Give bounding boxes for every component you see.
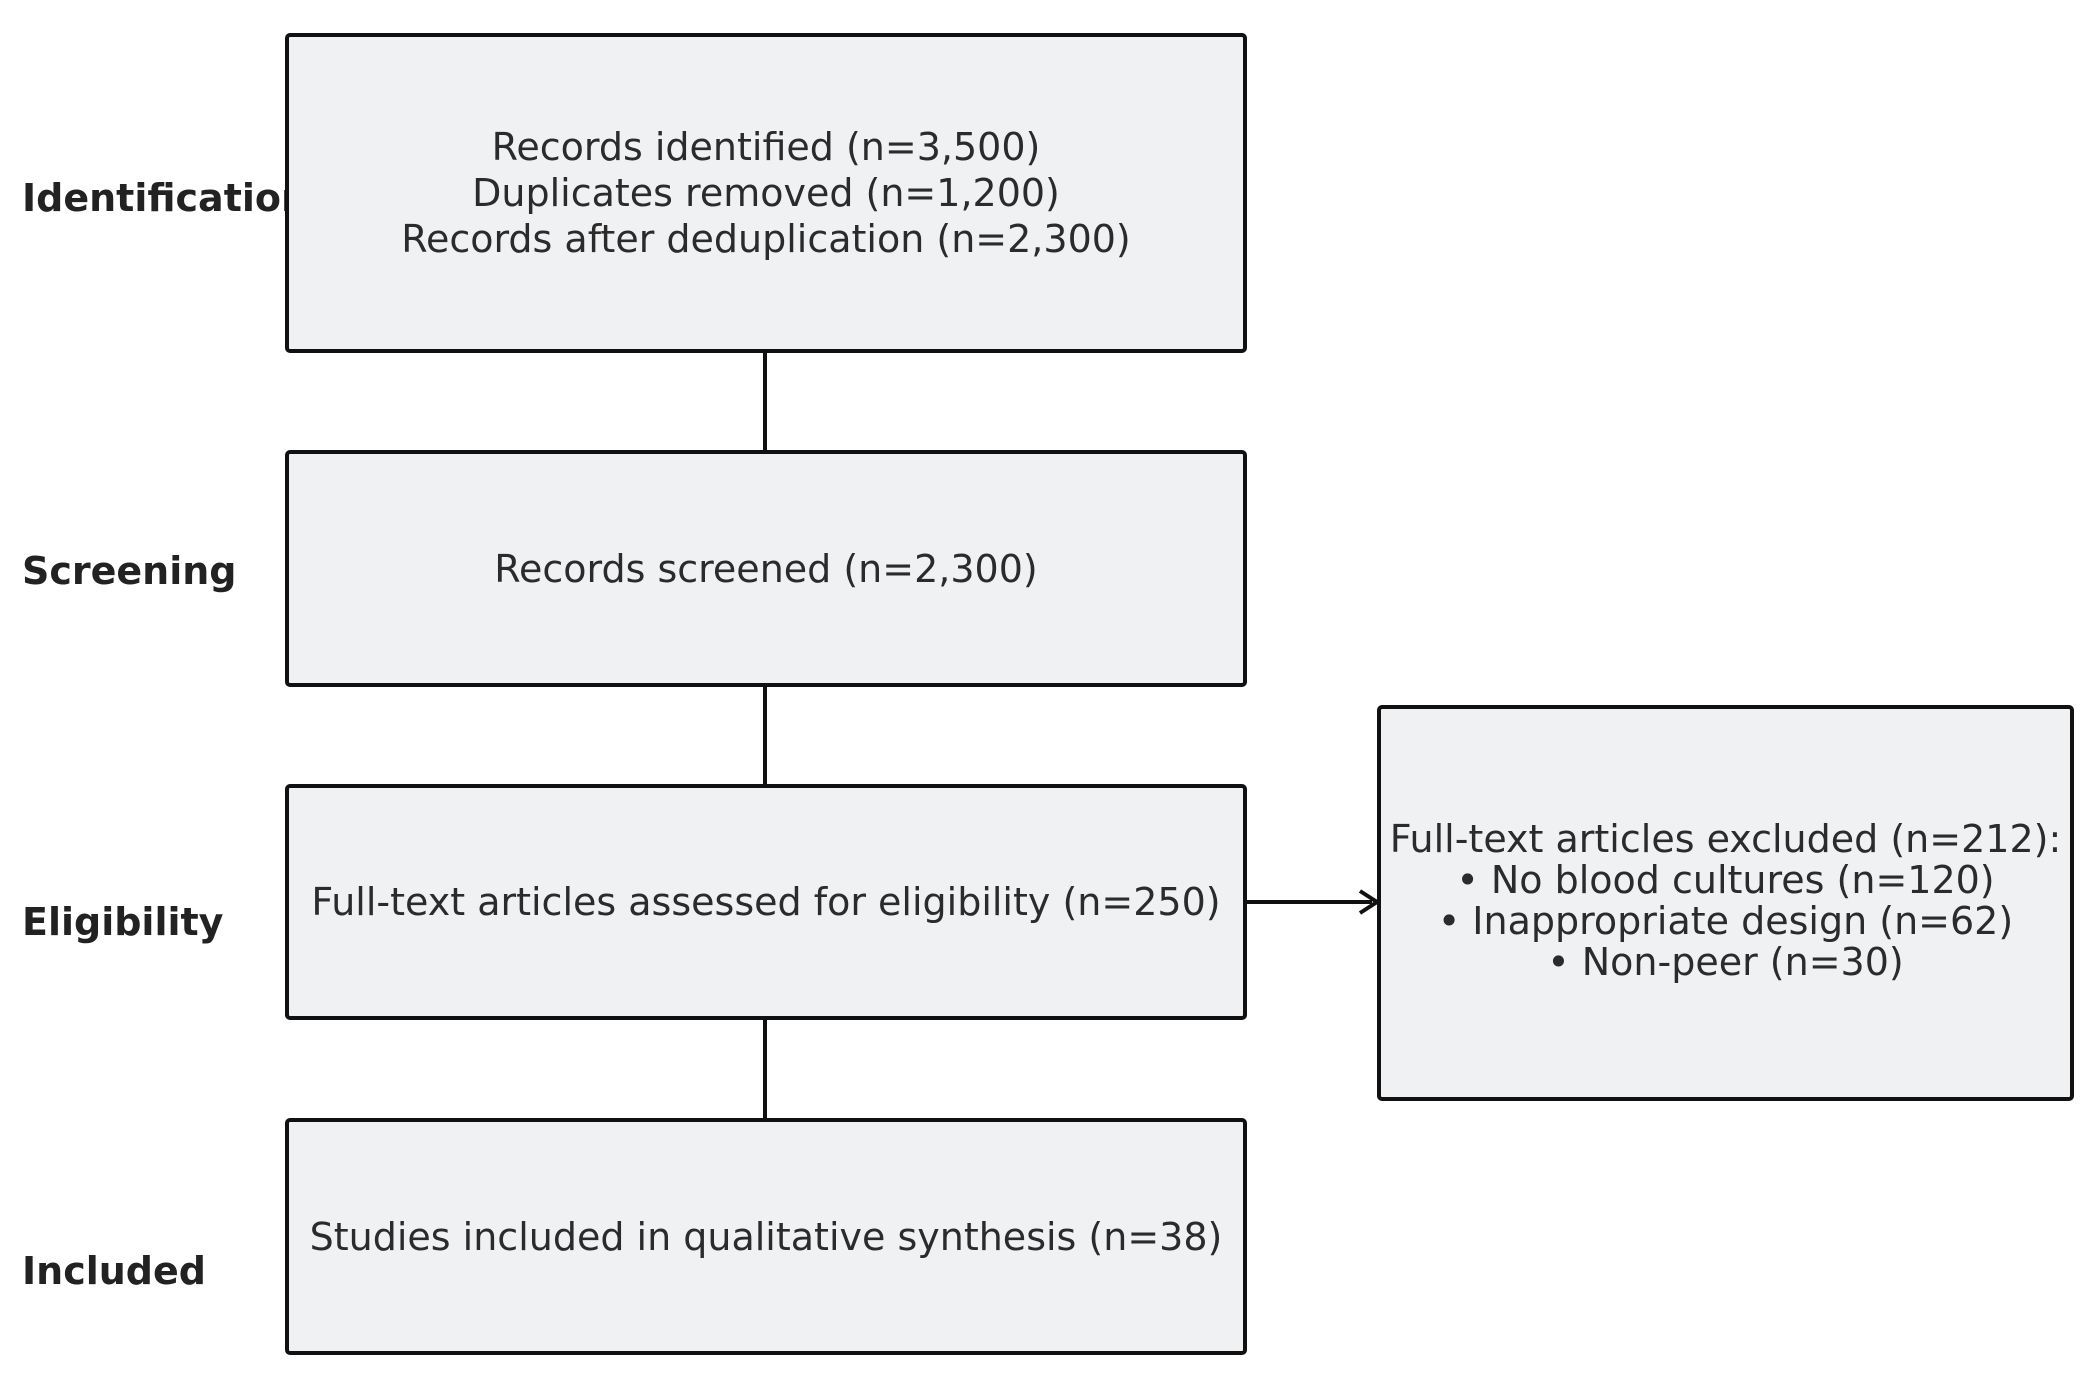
box-identification-line-2: Duplicates removed (n=1,200): [472, 171, 1060, 215]
box-eligibility-line-1: Full-text articles assessed for eligibil…: [311, 880, 1221, 924]
stage-label-eligibility: Eligibility: [22, 900, 224, 944]
box-excluded-line-2: • No blood cultures (n=120): [1456, 858, 1995, 902]
box-screening: Records screened (n=2,300): [285, 450, 1247, 687]
connector-screening-eligibility: [763, 684, 767, 786]
box-excluded: Full-text articles excluded (n=212): • N…: [1377, 705, 2074, 1101]
box-screening-line-1: Records screened (n=2,300): [494, 546, 1038, 591]
box-excluded-line-3: • Inappropriate design (n=62): [1437, 899, 2014, 943]
box-excluded-line-4: • Non-peer (n=30): [1547, 940, 1904, 984]
box-eligibility: Full-text articles assessed for eligibil…: [285, 784, 1247, 1020]
box-included: Studies included in qualitative synthesi…: [285, 1118, 1247, 1355]
box-identification-line-3: Records after deduplication (n=2,300): [401, 217, 1131, 261]
stage-label-included: Included: [22, 1249, 206, 1293]
box-identification-line-1: Records identified (n=3,500): [491, 125, 1041, 169]
connector-eligibility-included: [763, 1018, 767, 1120]
box-included-line-1: Studies included in qualitative synthesi…: [309, 1214, 1223, 1259]
connector-identification-screening: [763, 350, 767, 452]
stage-label-identification: Identification: [22, 176, 309, 220]
box-identification: Records identified (n=3,500) Duplicates …: [285, 33, 1247, 353]
stage-label-screening: Screening: [22, 549, 237, 593]
box-excluded-line-1: Full-text articles excluded (n=212):: [1389, 817, 2062, 861]
